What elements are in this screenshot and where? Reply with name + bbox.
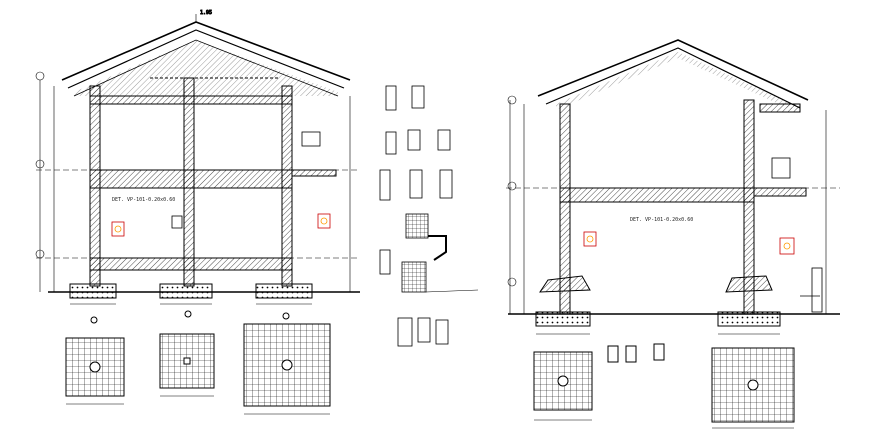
right-beams bbox=[539, 187, 807, 293]
right-footings bbox=[508, 311, 840, 335]
left-dimensions bbox=[35, 71, 360, 292]
left-footing-plans bbox=[65, 310, 331, 415]
right-callouts bbox=[583, 157, 823, 313]
left-roof: 1.95 bbox=[61, 10, 351, 97]
svg-text:1.95: 1.95 bbox=[200, 10, 212, 16]
right-columns bbox=[559, 99, 755, 315]
left-footings bbox=[48, 283, 360, 305]
left-building-section: 1.95 bbox=[35, 10, 360, 305]
right-building-section bbox=[506, 39, 840, 335]
right-dimensions bbox=[506, 95, 840, 314]
right-footing-plans bbox=[533, 343, 795, 429]
right-roof bbox=[537, 39, 809, 113]
right-section-label: DET. VP-101-0.20x0.60 bbox=[630, 217, 693, 223]
left-beams bbox=[89, 95, 337, 271]
left-callouts bbox=[111, 131, 331, 237]
left-section-label: DET. VP-101-0.20x0.60 bbox=[112, 197, 175, 203]
rebar-details-column bbox=[379, 85, 479, 347]
